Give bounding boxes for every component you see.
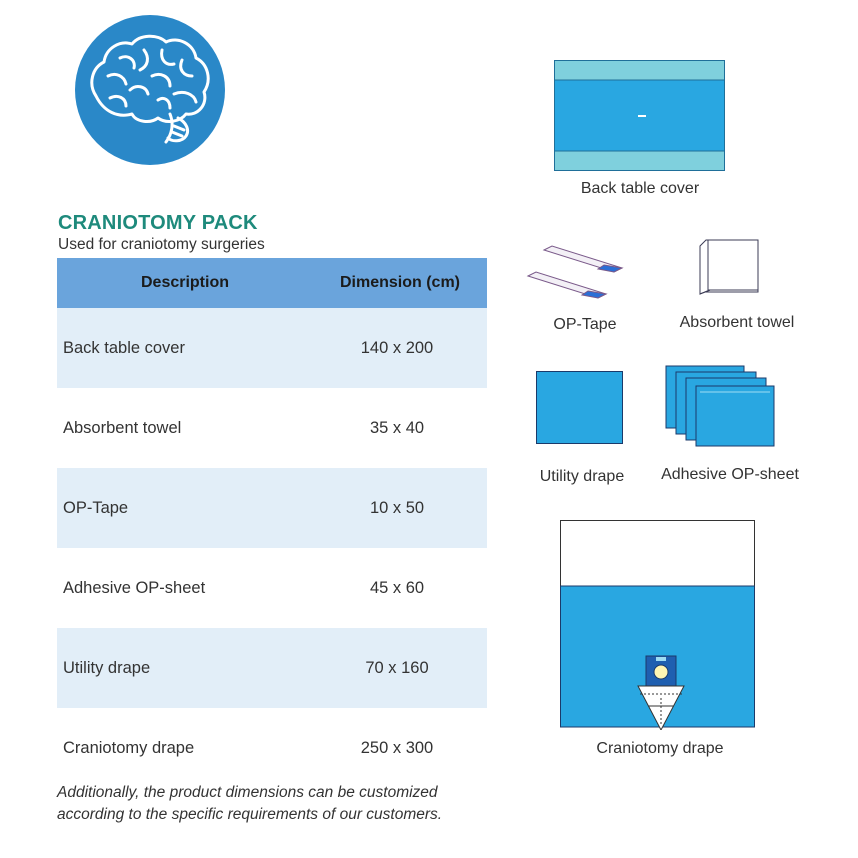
table-row: Utility drape 70 x 160	[57, 628, 487, 708]
column-header-description: Description	[140, 274, 229, 291]
row-description: Adhesive OP-sheet	[63, 578, 206, 597]
footnote: Additionally, the product dimensions can…	[57, 784, 443, 823]
row-dimension: 140 x 200	[360, 338, 434, 357]
op-tape-illustration	[526, 245, 624, 299]
row-description: Utility drape	[63, 658, 151, 677]
caption-op-tape: OP-Tape	[553, 316, 617, 333]
page-subtitle: Used for craniotomy surgeries	[58, 236, 265, 253]
row-description: Craniotomy drape	[63, 738, 195, 757]
table-row: Craniotomy drape 250 x 300	[57, 708, 487, 788]
row-description: OP-Tape	[63, 498, 129, 517]
row-dimension: 45 x 60	[369, 578, 425, 597]
absorbent-towel-illustration	[699, 239, 759, 295]
table-row: OP-Tape 10 x 50	[57, 468, 487, 548]
row-dimension: 70 x 160	[365, 658, 429, 677]
column-header-dimension: Dimension (cm)	[339, 274, 460, 291]
table-row: Adhesive OP-sheet 45 x 60	[57, 548, 487, 628]
caption-adhesive-op-sheet: Adhesive OP-sheet	[661, 466, 799, 483]
row-description: Back table cover	[63, 338, 185, 357]
row-dimension: 10 x 50	[369, 498, 425, 517]
row-dimension: 35 x 40	[369, 418, 425, 437]
table-row: Absorbent towel 35 x 40	[57, 388, 487, 468]
row-dimension: 250 x 300	[360, 738, 434, 757]
table-header: Description Dimension (cm)	[57, 258, 487, 308]
row-description: Absorbent towel	[63, 418, 182, 437]
page-title: CRANIOTOMY PACK	[58, 212, 258, 234]
caption-absorbent-towel: Absorbent towel	[679, 314, 795, 331]
caption-utility-drape: Utility drape	[539, 468, 625, 485]
back-table-cover-illustration	[554, 60, 725, 171]
brain-icon	[75, 15, 225, 165]
utility-drape-illustration	[536, 371, 623, 444]
caption-craniotomy-drape: Craniotomy drape	[596, 740, 724, 757]
caption-back-table-cover: Back table cover	[580, 180, 700, 197]
craniotomy-drape-illustration	[560, 520, 755, 730]
adhesive-op-sheet-illustration	[665, 365, 775, 447]
table-row: Back table cover 140 x 200	[57, 308, 487, 388]
dimensions-table: Description Dimension (cm) Back table co…	[57, 258, 487, 788]
